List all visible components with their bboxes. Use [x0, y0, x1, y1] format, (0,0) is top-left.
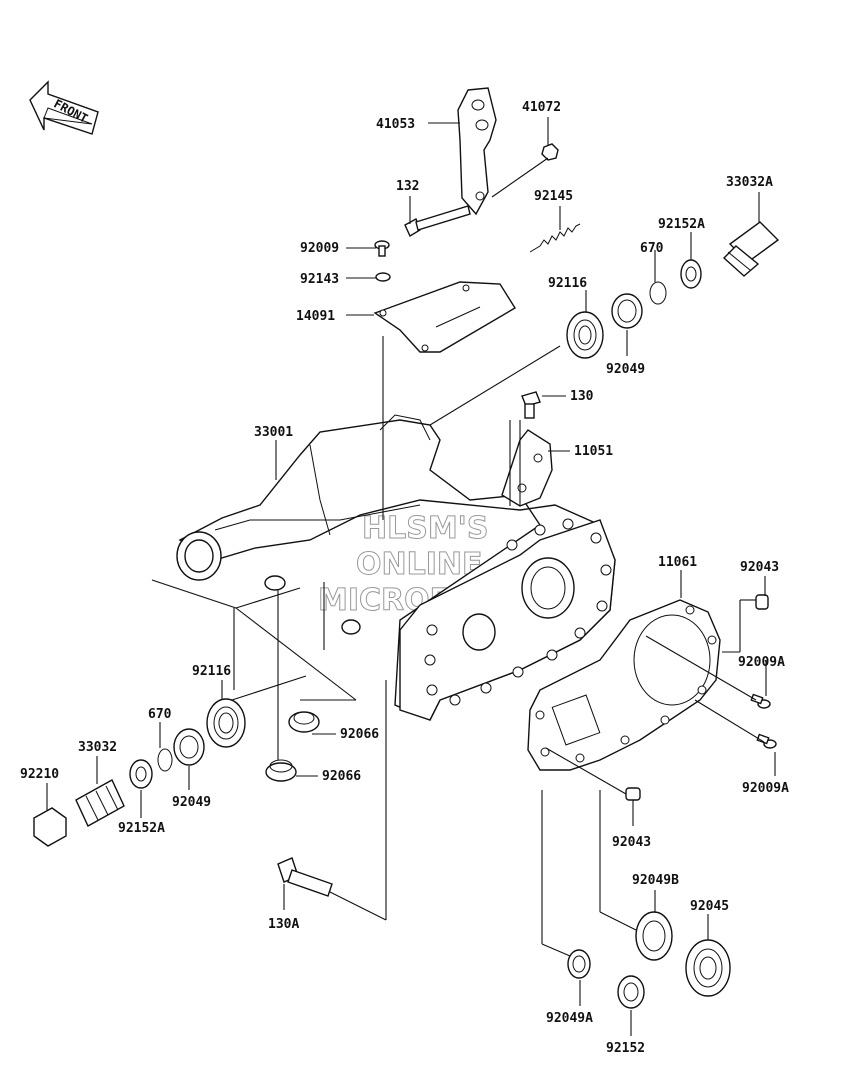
- nut-41072: [541, 143, 559, 161]
- label-11051: 11051: [574, 444, 613, 459]
- label-92009A-top: 92009A: [738, 655, 785, 670]
- bearing-92045: [685, 939, 731, 997]
- washer-92152A-top: [680, 259, 702, 289]
- label-14091: 14091: [296, 309, 335, 324]
- circlip-670-top: [649, 281, 667, 305]
- bearing-92116-top: [566, 311, 604, 359]
- watermark-line-2: ONLINE: [356, 547, 483, 582]
- label-33032A: 33032A: [726, 175, 773, 190]
- washer-92143: [375, 272, 391, 282]
- label-92045: 92045: [690, 899, 729, 914]
- label-92049B: 92049B: [632, 873, 679, 888]
- adjuster-33032: [75, 779, 125, 827]
- watermark-line-1: HLSM'S: [362, 511, 488, 546]
- nut-92210: [33, 807, 67, 847]
- label-92043-top: 92043: [740, 560, 779, 575]
- screw-92009A-bot: [756, 733, 777, 749]
- spring-92145: [529, 223, 581, 253]
- label-92049-top: 92049: [606, 362, 645, 377]
- label-130: 130: [570, 389, 594, 404]
- bolt-130: [521, 391, 541, 419]
- label-92066-b: 92066: [322, 769, 361, 784]
- label-33032: 33032: [78, 740, 117, 755]
- bracket-41053: [457, 87, 497, 216]
- bearing-92116-bot: [206, 698, 246, 748]
- label-92049A: 92049A: [546, 1011, 593, 1026]
- label-92043-bot: 92043: [612, 835, 651, 850]
- bracket-11051: [501, 429, 553, 507]
- label-33001: 33001: [254, 425, 293, 440]
- dowel-92043-bot: [625, 787, 641, 801]
- label-92152A-bot: 92152A: [118, 821, 165, 836]
- front-arrow-icon: FRONT: [29, 80, 99, 135]
- label-92116-top: 92116: [548, 276, 587, 291]
- screw-92009A-top: [750, 693, 771, 709]
- adjuster-33032A: [722, 221, 780, 277]
- bolt-132: [404, 205, 471, 238]
- bearing-92152: [617, 975, 645, 1009]
- label-670-top: 670: [640, 241, 664, 256]
- bolt-130A: [277, 857, 333, 897]
- plate-14091: [373, 281, 516, 353]
- cap-92066-b: [265, 759, 297, 782]
- label-130A: 130A: [268, 917, 299, 932]
- seal-92049-bot: [173, 728, 205, 766]
- seal-92049-top: [611, 293, 643, 329]
- label-92145: 92145: [534, 189, 573, 204]
- label-132: 132: [396, 179, 419, 194]
- label-92152: 92152: [606, 1041, 645, 1056]
- washer-92152A-bot: [129, 759, 153, 789]
- label-92116-bot: 92116: [192, 664, 231, 679]
- housing-bolt-holes: [424, 518, 612, 706]
- label-41053: 41053: [376, 117, 415, 132]
- part-labels: 41053 41072 132 92145 33032A 92152A 670 …: [20, 100, 789, 1056]
- label-92143: 92143: [300, 272, 339, 287]
- seal-92049B: [635, 911, 673, 961]
- label-11061: 11061: [658, 555, 697, 570]
- cover-gasket-11061: [527, 599, 721, 771]
- label-92049-bot: 92049: [172, 795, 211, 810]
- dowel-92043-top: [755, 594, 769, 610]
- label-92009: 92009: [300, 241, 339, 256]
- label-670-bot: 670: [148, 707, 172, 722]
- seal-92049A: [567, 949, 591, 979]
- label-92066-a: 92066: [340, 727, 379, 742]
- screw-92009: [374, 240, 390, 257]
- label-92210: 92210: [20, 767, 59, 782]
- swingarm-housing: [176, 414, 616, 721]
- leader-lines: [46, 117, 776, 1036]
- label-92009A-bot: 92009A: [742, 781, 789, 796]
- label-92152A-top: 92152A: [658, 217, 705, 232]
- label-41072: 41072: [522, 100, 561, 115]
- cap-92066-a: [288, 711, 320, 733]
- circlip-670-bot: [157, 748, 173, 772]
